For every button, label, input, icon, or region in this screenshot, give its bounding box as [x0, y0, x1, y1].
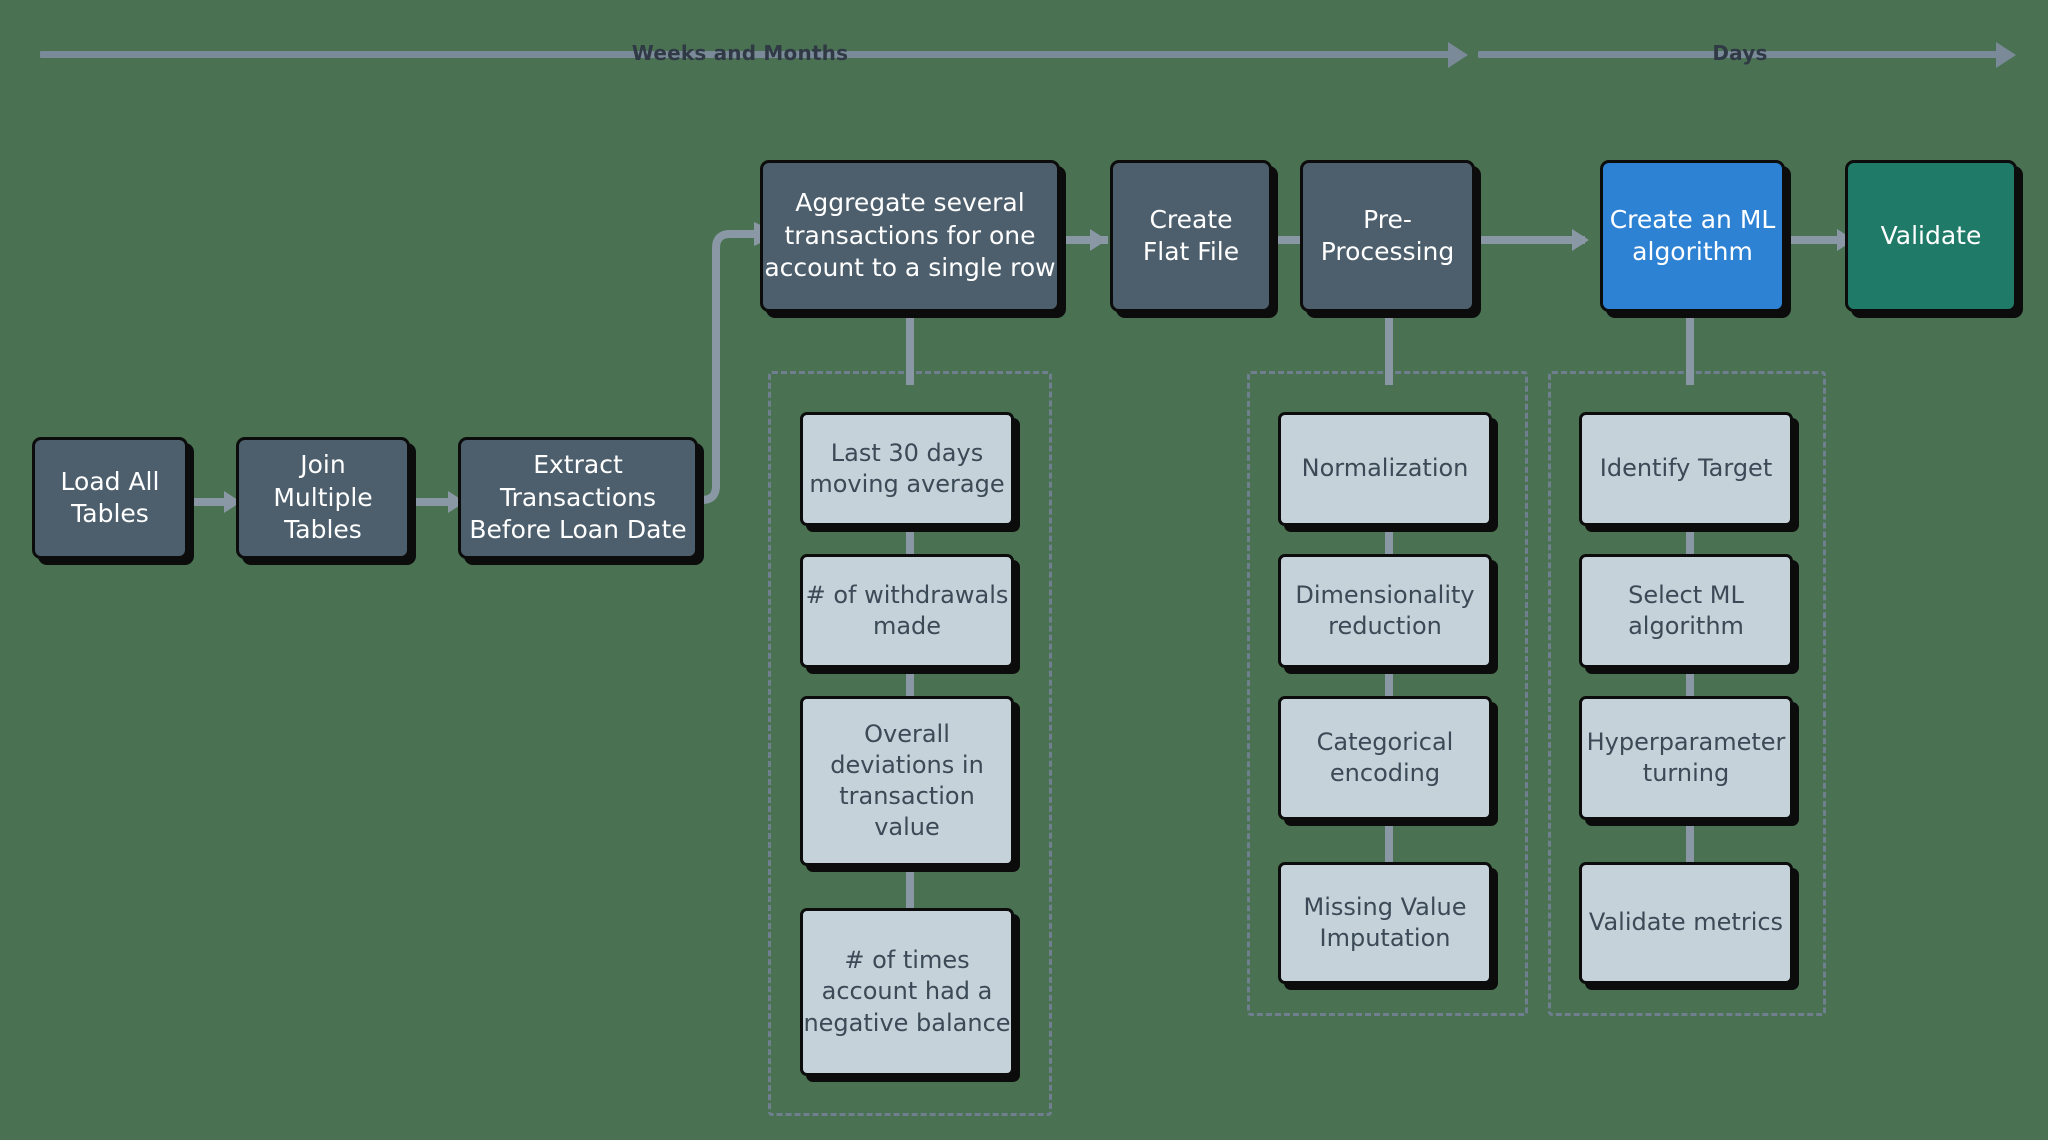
arrowhead-preprocessing-to-ml	[1572, 229, 1589, 251]
connector-ml-to-group	[1686, 305, 1694, 385]
connector-agg-2-3	[906, 668, 914, 710]
connector-ml-3-4	[1686, 820, 1694, 862]
node-overall-deviations[interactable]: Overall deviations in transaction value	[800, 696, 1014, 866]
connector-pre-1-2	[1385, 526, 1393, 568]
node-create-flat-file[interactable]: Create Flat File	[1110, 160, 1272, 312]
connector-ml-2-3	[1686, 668, 1694, 710]
node-validate[interactable]: Validate	[1845, 160, 2017, 312]
timeline-arrowhead-days	[1996, 42, 2016, 68]
connector-ml-1-2	[1686, 526, 1694, 568]
connector-load-to-join	[188, 498, 224, 506]
node-dimensionality-reduction[interactable]: Dimensionality reduction	[1278, 554, 1492, 668]
connector-join-to-extract	[410, 498, 448, 506]
node-aggregate-transactions[interactable]: Aggregate several transactions for one a…	[760, 160, 1060, 312]
node-normalization[interactable]: Normalization	[1278, 412, 1492, 526]
node-validate-metrics[interactable]: Validate metrics	[1579, 862, 1793, 984]
node-negative-balance-count[interactable]: # of times account had a negative balanc…	[800, 908, 1014, 1076]
timeline-line-weeks-months	[40, 51, 1452, 58]
node-missing-value-imputation[interactable]: Missing Value Imputation	[1278, 862, 1492, 984]
connector-pre-2-3	[1385, 668, 1393, 710]
node-pre-processing[interactable]: Pre- Processing	[1300, 160, 1475, 312]
node-categorical-encoding[interactable]: Categorical encoding	[1278, 696, 1492, 820]
connector-preprocessing-to-group	[1385, 305, 1393, 385]
timeline-label-weeks-months: Weeks and Months	[631, 41, 849, 65]
node-withdrawals-made[interactable]: # of withdrawals made	[800, 554, 1014, 668]
connector-aggregate-to-flatfile	[1060, 236, 1108, 244]
connector-preprocessing-to-ml	[1475, 236, 1585, 244]
connector-agg-3-4	[906, 866, 914, 908]
node-extract-transactions[interactable]: Extract Transactions Before Loan Date	[458, 437, 698, 559]
connector-ml-to-validate	[1790, 236, 1850, 244]
connector-aggregate-to-group	[906, 305, 914, 385]
node-create-ml-algorithm[interactable]: Create an ML algorithm	[1600, 160, 1785, 312]
connector-pre-3-4	[1385, 820, 1393, 862]
timeline-arrowhead-weeks-months	[1448, 42, 1468, 68]
timeline-label-days: Days	[1712, 41, 1768, 65]
node-hyperparameter-turning[interactable]: Hyperparameter turning	[1579, 696, 1793, 820]
arrowhead-aggregate-to-flatfile	[1090, 229, 1107, 251]
node-load-all-tables[interactable]: Load All Tables	[32, 437, 188, 559]
connector-flatfile-to-preprocessing	[1272, 236, 1320, 244]
node-last-30-days-moving-average[interactable]: Last 30 days moving average	[800, 412, 1014, 526]
node-join-multiple-tables[interactable]: Join Multiple Tables	[236, 437, 410, 559]
timeline-line-days	[1478, 51, 2000, 58]
connector-agg-1-2	[906, 526, 914, 568]
node-select-ml-algorithm[interactable]: Select ML algorithm	[1579, 554, 1793, 668]
node-identify-target[interactable]: Identify Target	[1579, 412, 1793, 526]
